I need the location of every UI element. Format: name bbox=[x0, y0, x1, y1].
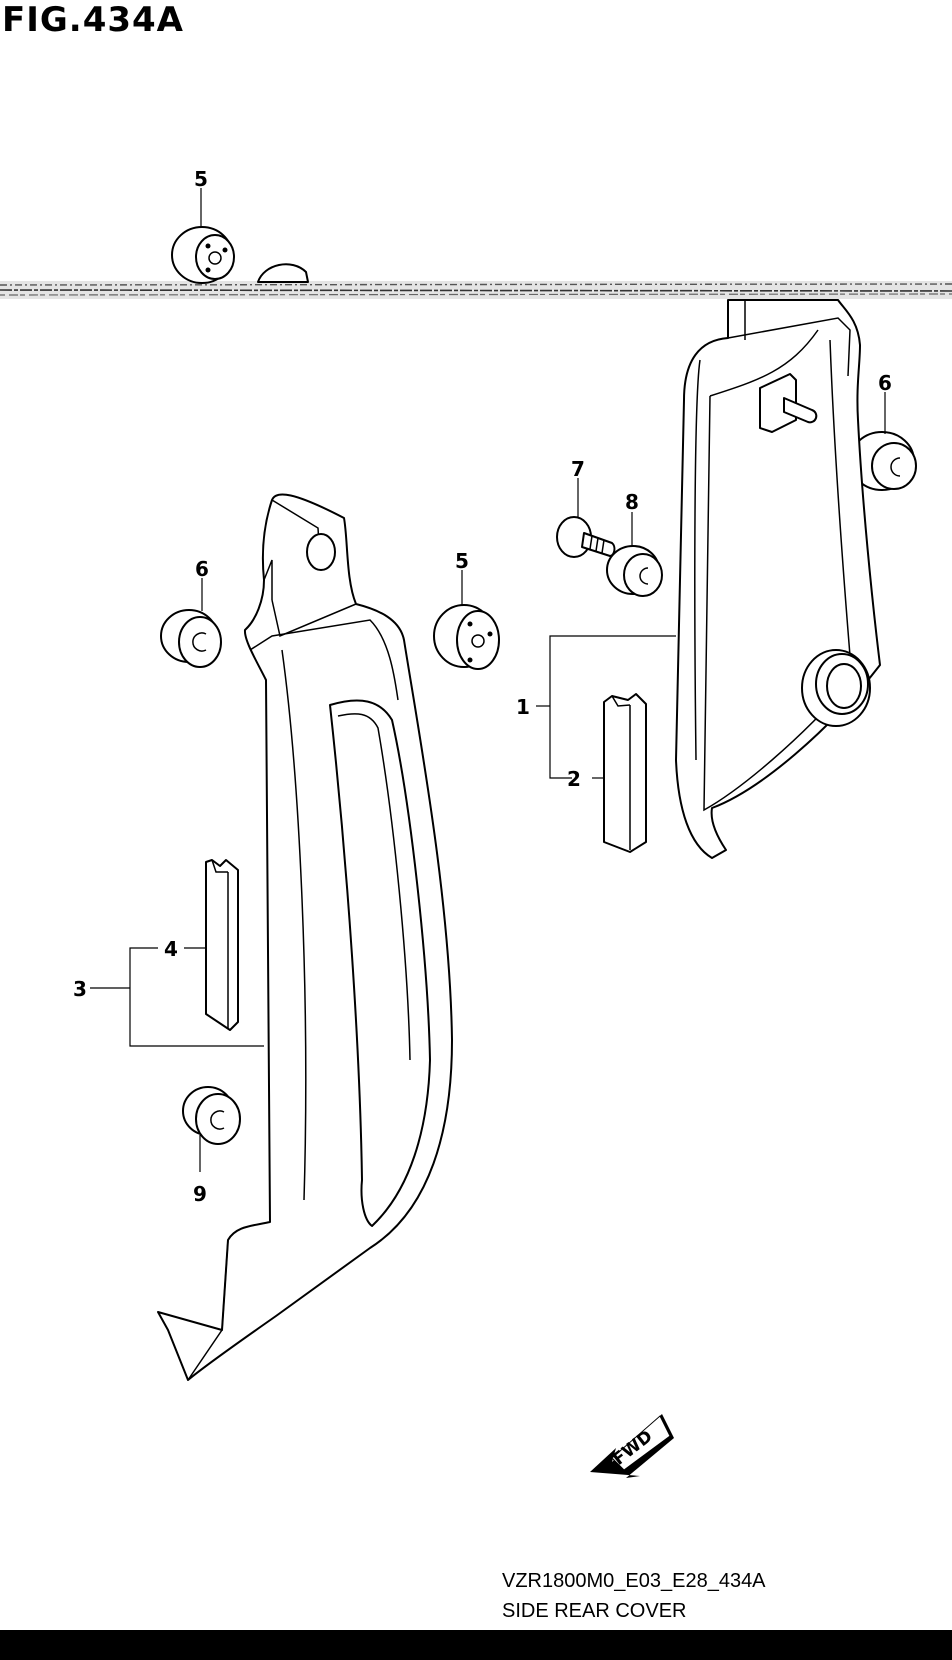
trim-strip-4 bbox=[205, 859, 239, 1031]
callout-9: 9 bbox=[193, 1182, 207, 1206]
scan-band bbox=[0, 281, 952, 299]
leader-lines bbox=[90, 188, 886, 1172]
figure-name: SIDE REAR COVER bbox=[502, 1600, 687, 1622]
callout-7: 7 bbox=[571, 457, 585, 481]
grommet-9 bbox=[182, 1086, 241, 1145]
side-rear-cover-3 bbox=[157, 493, 453, 1381]
bolt-7 bbox=[556, 516, 616, 558]
figure-title: FIG.434A bbox=[2, 0, 184, 40]
callout-6: 6 bbox=[195, 557, 209, 581]
callout-3: 3 bbox=[73, 977, 87, 1001]
grommet-5-middle bbox=[433, 604, 500, 670]
fwd-arrow-icon: FWD bbox=[590, 1414, 674, 1478]
grommet-8 bbox=[606, 545, 663, 597]
callout-1: 1 bbox=[516, 695, 530, 719]
callout-8: 8 bbox=[625, 490, 639, 514]
callout-6: 6 bbox=[878, 371, 892, 395]
grommet-6-left bbox=[160, 609, 222, 668]
figure-code: VZR1800M0_E03_E28_434A bbox=[502, 1570, 766, 1592]
callout-5: 5 bbox=[455, 549, 469, 573]
side-rear-cover-1 bbox=[675, 299, 881, 859]
grommet-5-top bbox=[171, 226, 309, 284]
trim-strip-2 bbox=[603, 693, 647, 853]
callout-5: 5 bbox=[194, 167, 208, 191]
callout-labels: 5 6 7 8 1 2 6 5 4 3 9 bbox=[73, 167, 892, 1206]
bottom-bar bbox=[0, 1630, 952, 1660]
callout-2: 2 bbox=[567, 767, 581, 791]
callout-4: 4 bbox=[164, 937, 178, 961]
